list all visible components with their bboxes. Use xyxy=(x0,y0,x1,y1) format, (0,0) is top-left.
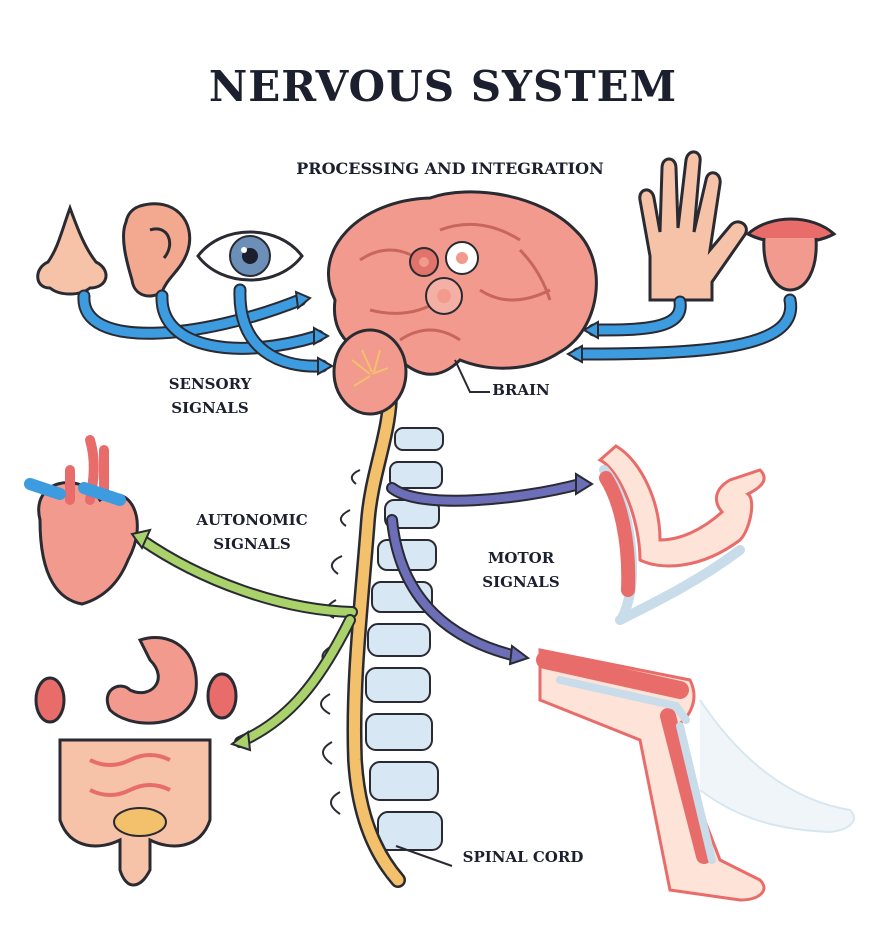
hand-icon xyxy=(638,150,748,302)
digestive-system-icon xyxy=(34,635,238,887)
brain xyxy=(327,190,598,416)
sensory-arrows xyxy=(77,283,798,376)
sensory-signals-label: SENSORY SIGNALS xyxy=(168,375,252,417)
tongue-icon xyxy=(745,217,837,292)
brain-pointer-line xyxy=(454,359,490,393)
motor-arrows xyxy=(386,472,594,666)
autonomic-signals-label: AUTONOMIC SIGNALS xyxy=(196,511,308,553)
autonomic-arrows xyxy=(130,528,358,752)
spinal-cord-pointer-line xyxy=(395,845,453,867)
eye-icon xyxy=(196,230,304,282)
brain-label: BRAIN xyxy=(492,381,550,399)
processing-label: PROCESSING AND INTEGRATION xyxy=(296,159,604,178)
nose-icon xyxy=(36,203,108,296)
heart-icon xyxy=(24,435,139,606)
motor-signals-label: MOTOR SIGNALS xyxy=(482,549,560,591)
spinal-cord-label: SPINAL CORD xyxy=(462,848,584,866)
ear-icon xyxy=(122,202,192,298)
arm-icon xyxy=(597,444,766,625)
diagram-title: NERVOUS SYSTEM xyxy=(208,62,678,111)
leg-icon xyxy=(536,648,855,902)
